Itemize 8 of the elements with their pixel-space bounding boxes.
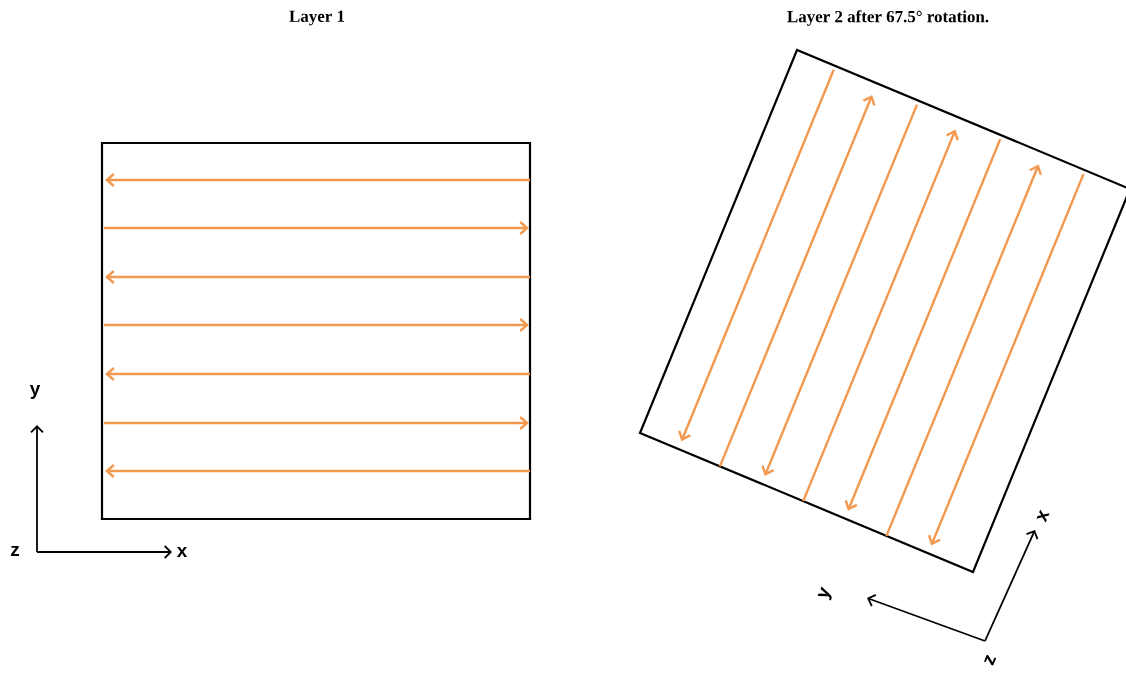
axis-label: y <box>817 586 832 601</box>
axis-label: x <box>176 547 188 557</box>
axis-label: z <box>11 546 20 556</box>
axis-label: y <box>29 385 41 399</box>
axis-label: z <box>984 654 997 666</box>
layer-title: Layer 2 after 67.5° rotation. <box>787 10 989 26</box>
axis-label: x <box>1036 509 1050 523</box>
layer-title: Layer 1 <box>289 10 345 26</box>
